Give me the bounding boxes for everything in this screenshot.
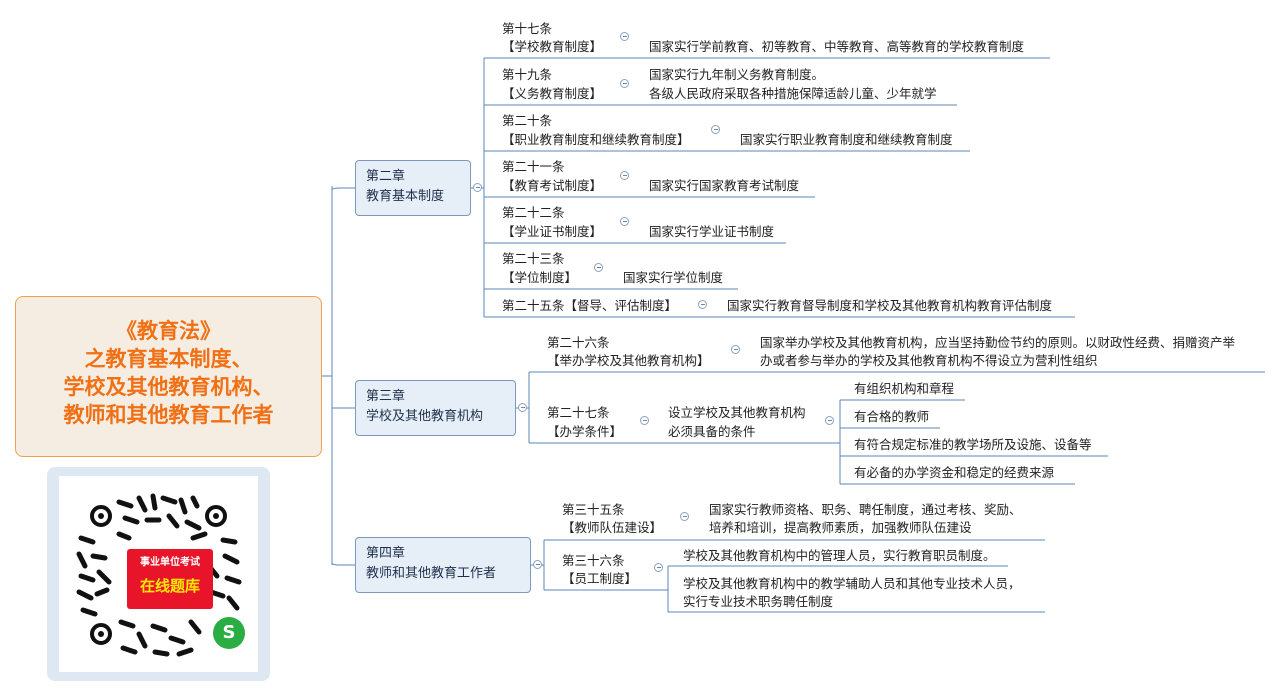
chapter-4-title: 教师和其他教育工作者 [366,566,497,581]
article-35-detail-1: 国家实行教师资格、职务、聘任制度，通过考核、奖励、 [709,502,1022,517]
article-26-number: 第二十六条 [547,335,610,350]
article-27-topic: 【办学条件】 [547,424,623,439]
article-21-number: 第二十一条 [502,159,565,174]
article-35-topic: 【教师队伍建设】 [562,520,663,535]
condition-item: 有必备的办学资金和稳定的经费来源 [854,465,1055,480]
collapse-icon[interactable] [711,125,720,134]
article-20-detail: 国家实行职业教育制度和继续教育制度 [740,132,953,147]
article-19-detail-2: 各级人民政府采取各种措施保障适龄儿童、少年就学 [649,86,937,101]
article-17-topic: 【学校教育制度】 [502,39,603,54]
article-36-detail-2: 学校及其他教育机构中的教学辅助人员和其他专业技术人员， [683,576,1021,591]
article-17-detail: 国家实行学前教育、初等教育、中等教育、高等教育的学校教育制度 [649,39,1025,54]
article-27-number: 第二十七条 [547,405,610,420]
article-36-topic: 【员工制度】 [562,571,638,586]
article-26-detail-2: 办或者参与举办的学校及其他教育机构不得设立为营利性组织 [760,353,1098,368]
article-25-detail: 国家实行教育督导制度和学校及其他教育机构教育评估制度 [727,298,1053,313]
article-36-detail-1: 学校及其他教育机构中的管理人员，实行教育职员制度。 [683,548,996,563]
qr-badge: 事业单位考试 在线题库 [127,549,213,609]
collapse-icon[interactable] [698,300,707,309]
collapse-icon[interactable] [620,171,629,180]
qr-code: 事业单位考试 在线题库 S [59,476,258,672]
chapter-3-title: 学校及其他教育机构 [366,409,484,424]
collapse-icon[interactable] [731,345,740,354]
collapse-icon[interactable] [620,32,629,41]
root-title-line-2: 之教育基本制度、 [84,347,253,371]
mini-program-icon: S [213,617,245,649]
article-27-condition-title-1: 设立学校及其他教育机构 [668,405,806,420]
root-title-line-1: 《教育法》 [116,319,221,343]
article-26-detail-1: 国家举办学校及其他教育机构，应当坚持勤俭节约的原则。以财政性经费、捐赠资产举 [760,335,1236,350]
article-25-topic: 第二十五条【督导、评估制度】 [502,298,678,313]
article-35-number: 第三十五条 [562,502,625,517]
article-23-topic: 【学位制度】 [502,270,578,285]
condition-item: 有合格的教师 [854,409,930,424]
collapse-icon[interactable] [825,416,834,425]
condition-item: 有符合规定标准的教学场所及设施、设备等 [854,437,1092,452]
article-26-topic: 【举办学校及其他教育机构】 [547,353,710,368]
collapse-icon[interactable] [594,263,603,272]
qr-code-pattern [76,493,242,657]
article-21-topic: 【教育考试制度】 [502,178,603,193]
chapter-3-number: 第三章 [366,389,406,404]
article-36-number: 第三十六条 [562,553,625,568]
article-19-number: 第十九条 [502,67,553,82]
article-17-number: 第十七条 [502,21,553,36]
article-35-detail-2: 培养和培训，提高教师素质，加强教师队伍建设 [709,520,972,535]
condition-item: 有组织机构和章程 [854,381,955,396]
article-22-detail: 国家实行学业证书制度 [649,224,775,239]
collapse-icon[interactable] [518,403,527,412]
article-23-number: 第二十三条 [502,251,565,266]
root-title-line-3: 学校及其他教育机构、 [63,375,274,399]
chapter-2-title: 教育基本制度 [366,189,445,204]
article-19-detail-1: 国家实行九年制义务教育制度。 [649,67,825,82]
root-title-line-4: 教师和其他教育工作者 [63,403,274,427]
collapse-icon[interactable] [640,416,649,425]
article-27-condition-title-2: 必须具备的条件 [668,424,756,439]
collapse-icon[interactable] [680,512,689,521]
chapter-2-node[interactable]: 第二章 教育基本制度 [355,160,471,216]
chapter-3-node[interactable]: 第三章 学校及其他教育机构 [355,380,516,436]
collapse-icon[interactable] [654,563,663,572]
root-topic[interactable]: 《教育法》 之教育基本制度、 学校及其他教育机构、 教师和其他教育工作者 [15,296,322,457]
qr-code-card[interactable]: 事业单位考试 在线题库 S [47,467,270,681]
chapter-2-number: 第二章 [366,169,406,184]
qr-badge-caption: 事业单位考试 [140,557,200,568]
article-20-topic: 【职业教育制度和继续教育制度】 [502,132,690,147]
chapter-4-node[interactable]: 第四章 教师和其他教育工作者 [355,537,531,593]
collapse-icon[interactable] [620,217,629,226]
article-22-number: 第二十二条 [502,205,565,220]
qr-badge-title: 在线题库 [139,577,200,595]
article-19-topic: 【义务教育制度】 [502,86,603,101]
collapse-icon[interactable] [620,79,629,88]
chapter-4-number: 第四章 [366,546,406,561]
collapse-icon[interactable] [533,560,542,569]
article-22-topic: 【学业证书制度】 [502,224,603,239]
article-20-number: 第二十条 [502,113,553,128]
article-36-detail-3: 实行专业技术职务聘任制度 [683,594,834,609]
article-23-detail: 国家实行学位制度 [623,270,724,285]
article-21-detail: 国家实行国家教育考试制度 [649,178,800,193]
collapse-icon[interactable] [473,183,482,192]
